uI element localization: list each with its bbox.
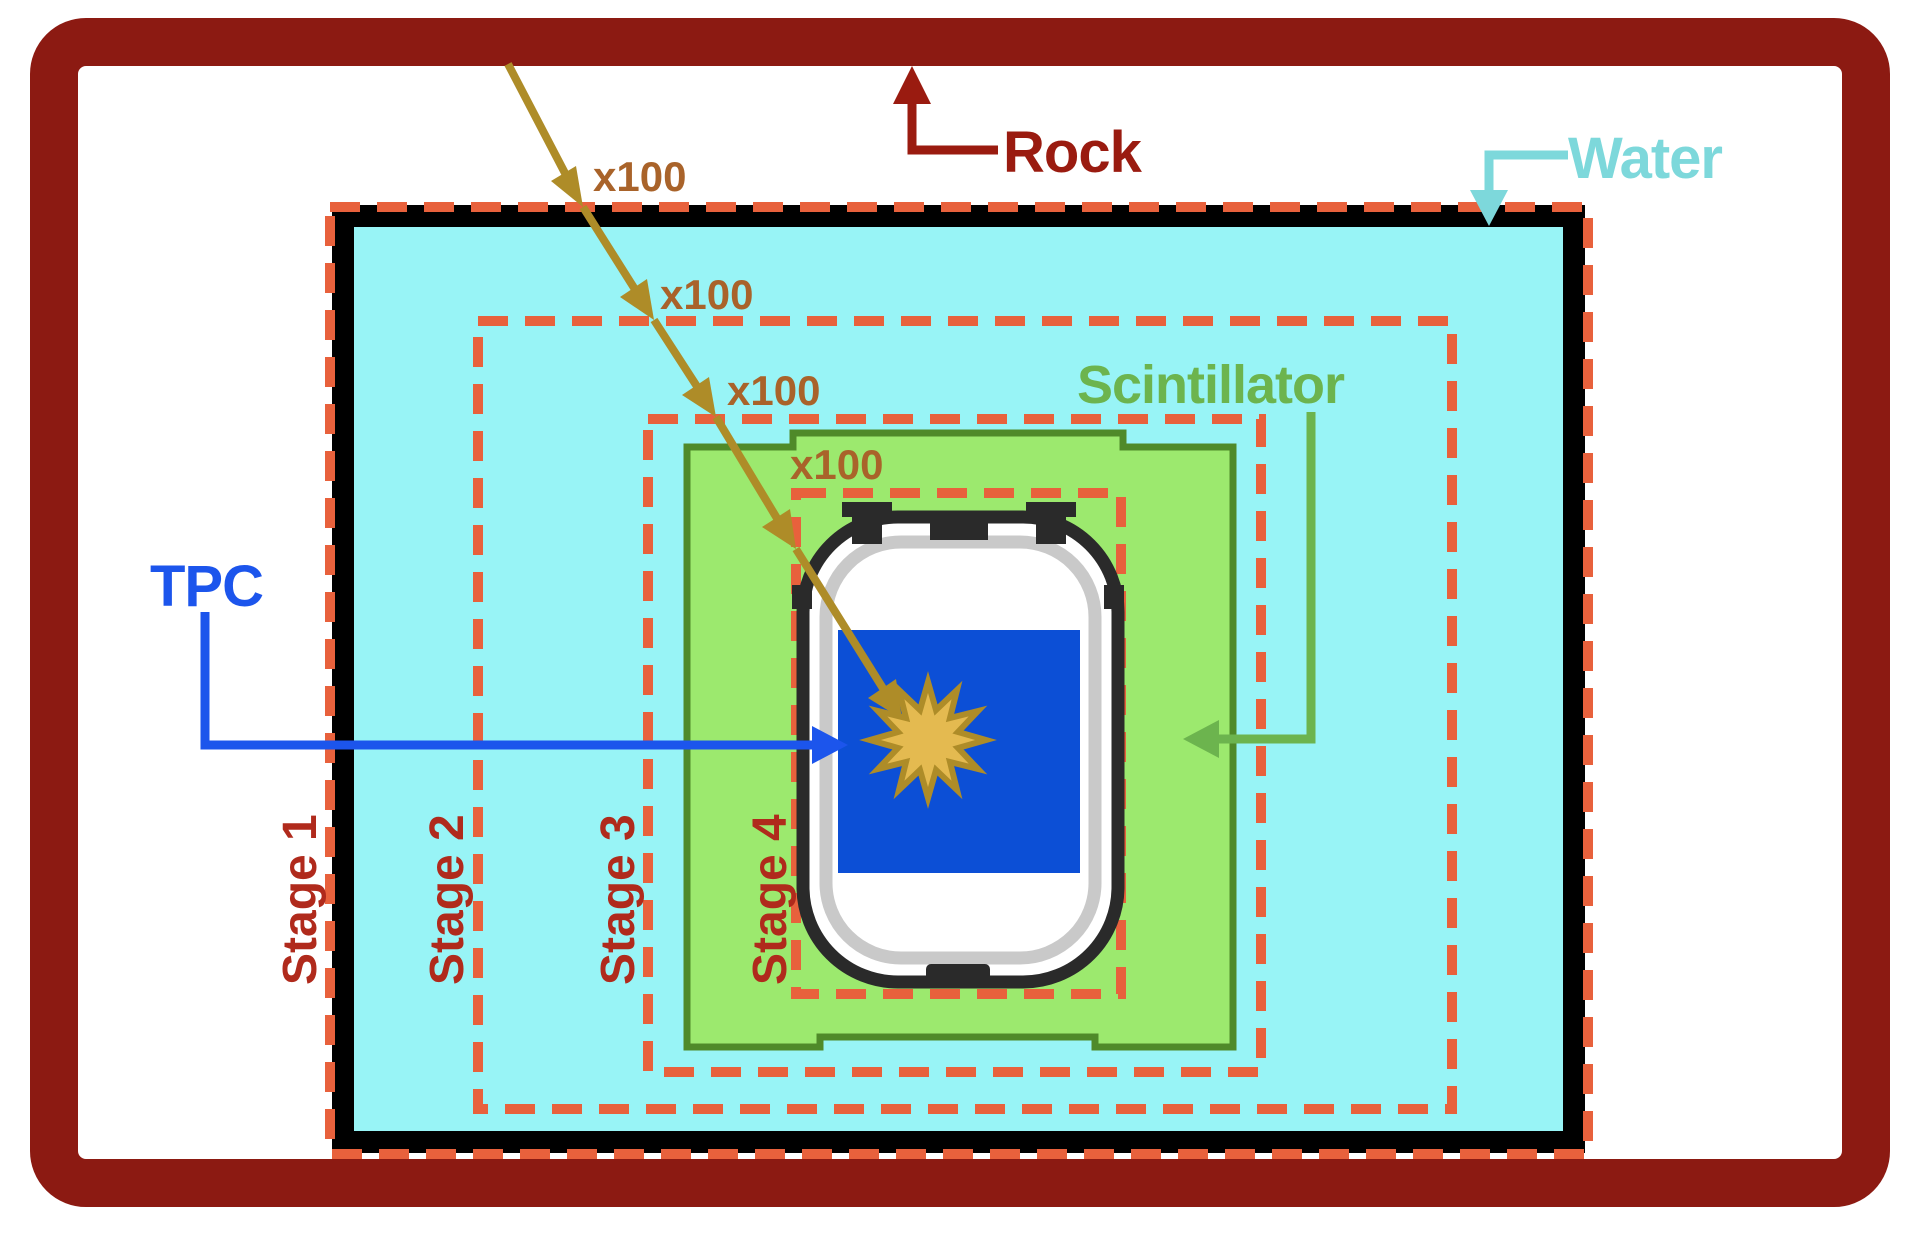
tpc-pointer-line [200, 612, 816, 750]
scintillator-pointer-arrowhead [1183, 720, 1219, 758]
water-pointer-arrowhead [1470, 190, 1508, 226]
water-label: Water [1568, 126, 1722, 191]
stage-2-boundary [473, 316, 1457, 1114]
rock-frame [30, 18, 1890, 1207]
track-arrowhead-3 [682, 377, 716, 417]
stage-4-label: Stage 4 [744, 814, 797, 985]
rock-pointer-arrowhead [893, 66, 931, 104]
port-neck-left [852, 514, 882, 544]
rock-pointer-line [907, 84, 998, 155]
tpc-pointer-arrowhead [812, 726, 848, 764]
tpc-pointer [200, 612, 848, 764]
track-segment-4 [712, 414, 782, 523]
stage-3-label: Stage 3 [592, 814, 645, 985]
track-arrowhead-5 [868, 679, 902, 719]
side-tab-right [1104, 585, 1124, 609]
x100-label-2: x100 [660, 271, 753, 318]
scintillator-label: Scintillator [1077, 355, 1345, 415]
port-flange-right [1026, 502, 1076, 517]
stage-1-boundary [325, 202, 1593, 1159]
stage-2-label: Stage 2 [421, 814, 474, 985]
stage-boundaries [325, 202, 1593, 1159]
x100-label-4: x100 [790, 441, 883, 488]
scintillator-pointer-line [1214, 412, 1316, 744]
water-pointer [1470, 150, 1568, 226]
track-segment-1 [504, 62, 571, 179]
track-arrowhead-1 [551, 166, 583, 207]
track-arrowhead-4 [762, 509, 796, 549]
rock-pointer [893, 66, 998, 155]
track-arrowhead-2 [620, 279, 654, 320]
interaction-starburst [859, 671, 997, 809]
water-pointer-line [1484, 150, 1568, 192]
track-segment-2 [579, 204, 640, 294]
tpc-label: TPC [150, 554, 263, 619]
muon-track [504, 62, 888, 693]
track-arrowheads [551, 166, 902, 719]
x100-label-3: x100 [727, 367, 820, 414]
x100-label-1: x100 [593, 153, 686, 200]
stage-1-label: Stage 1 [274, 814, 327, 985]
top-manhole [930, 516, 988, 540]
side-tab-left [792, 585, 812, 609]
rock-label: Rock [1003, 120, 1143, 185]
port-flange-left [842, 502, 892, 517]
cryostat-ports [792, 502, 1124, 986]
bottom-foot [926, 964, 990, 986]
track-segment-3 [650, 317, 702, 391]
track-segment-5 [792, 546, 888, 693]
scintillator-pointer [1183, 412, 1316, 758]
port-neck-right [1036, 514, 1066, 544]
stage-3-boundary [643, 414, 1266, 1077]
